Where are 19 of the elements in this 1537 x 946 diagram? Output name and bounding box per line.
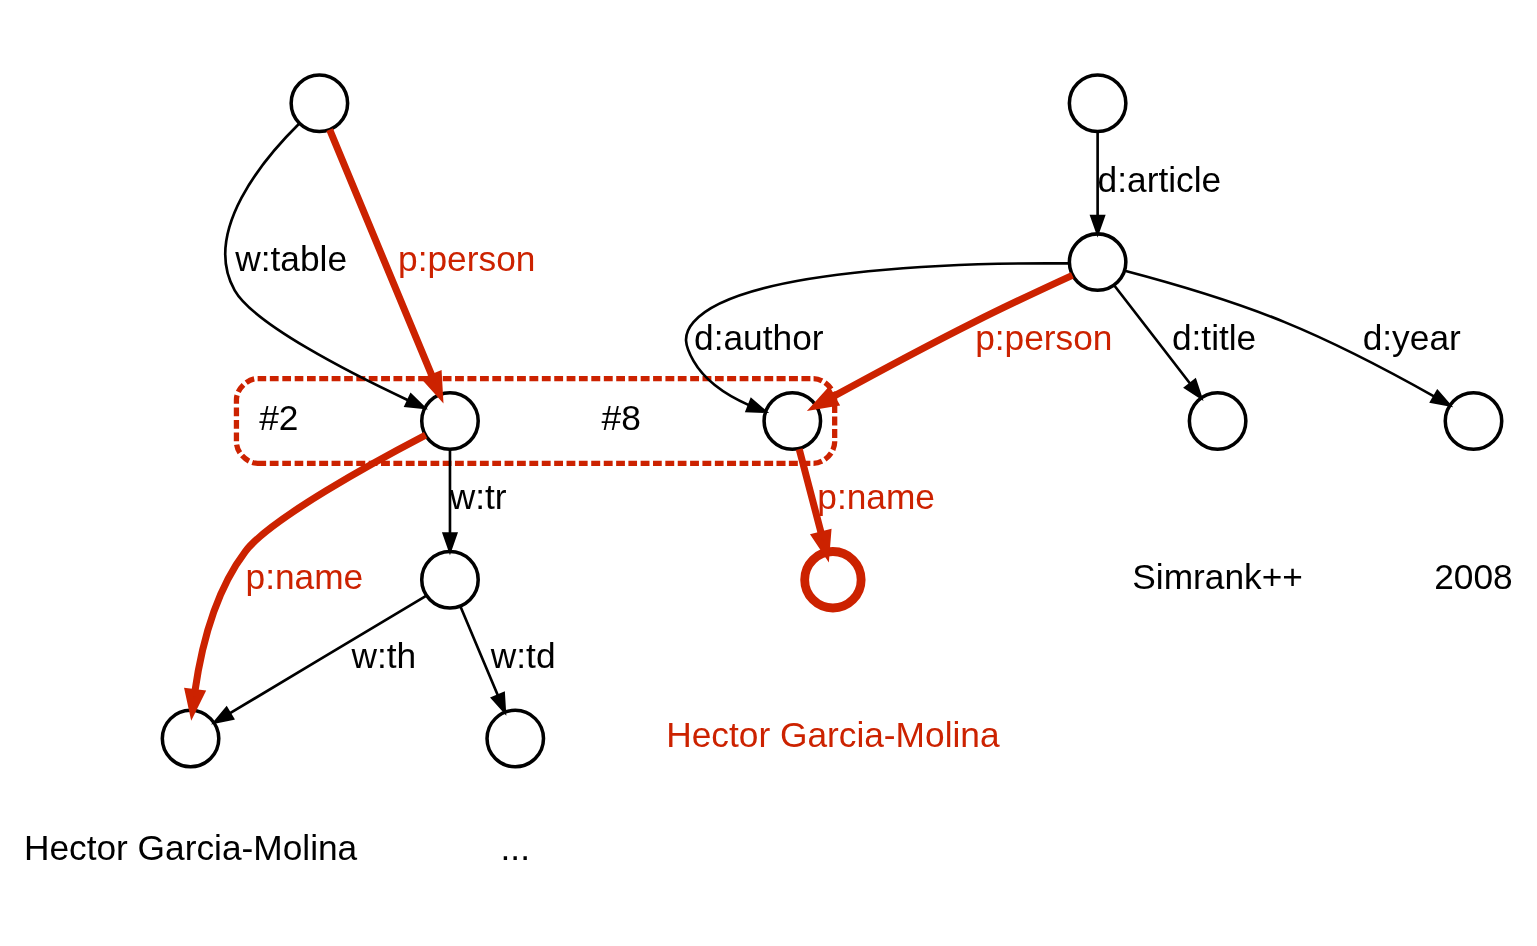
node-label: Hector Garcia-Molina <box>23 828 358 868</box>
node-label: 2008 <box>1434 556 1513 596</box>
node-label: ... <box>500 828 530 868</box>
edge-label: p:name <box>245 556 364 596</box>
node-label: #2 <box>259 397 299 437</box>
node-label: #8 <box>601 397 641 437</box>
edge-label: w:td <box>490 636 556 675</box>
edge-label: p:person <box>975 318 1113 358</box>
edge-label: d:article <box>1097 159 1222 199</box>
edge-label: p:name <box>817 477 935 517</box>
edge-label: d:title <box>1171 318 1257 358</box>
edge-label: w:table <box>235 238 348 278</box>
edge-label: p:person <box>398 238 536 278</box>
node-label: Simrank++ <box>1132 556 1303 596</box>
edge-label: d:author <box>694 318 824 358</box>
edge-label: w:tr <box>449 477 507 517</box>
edge-label: w:th <box>351 636 417 675</box>
node-label: Hector Garcia-Molina <box>666 715 1000 755</box>
edge-label: d:year <box>1362 318 1461 358</box>
